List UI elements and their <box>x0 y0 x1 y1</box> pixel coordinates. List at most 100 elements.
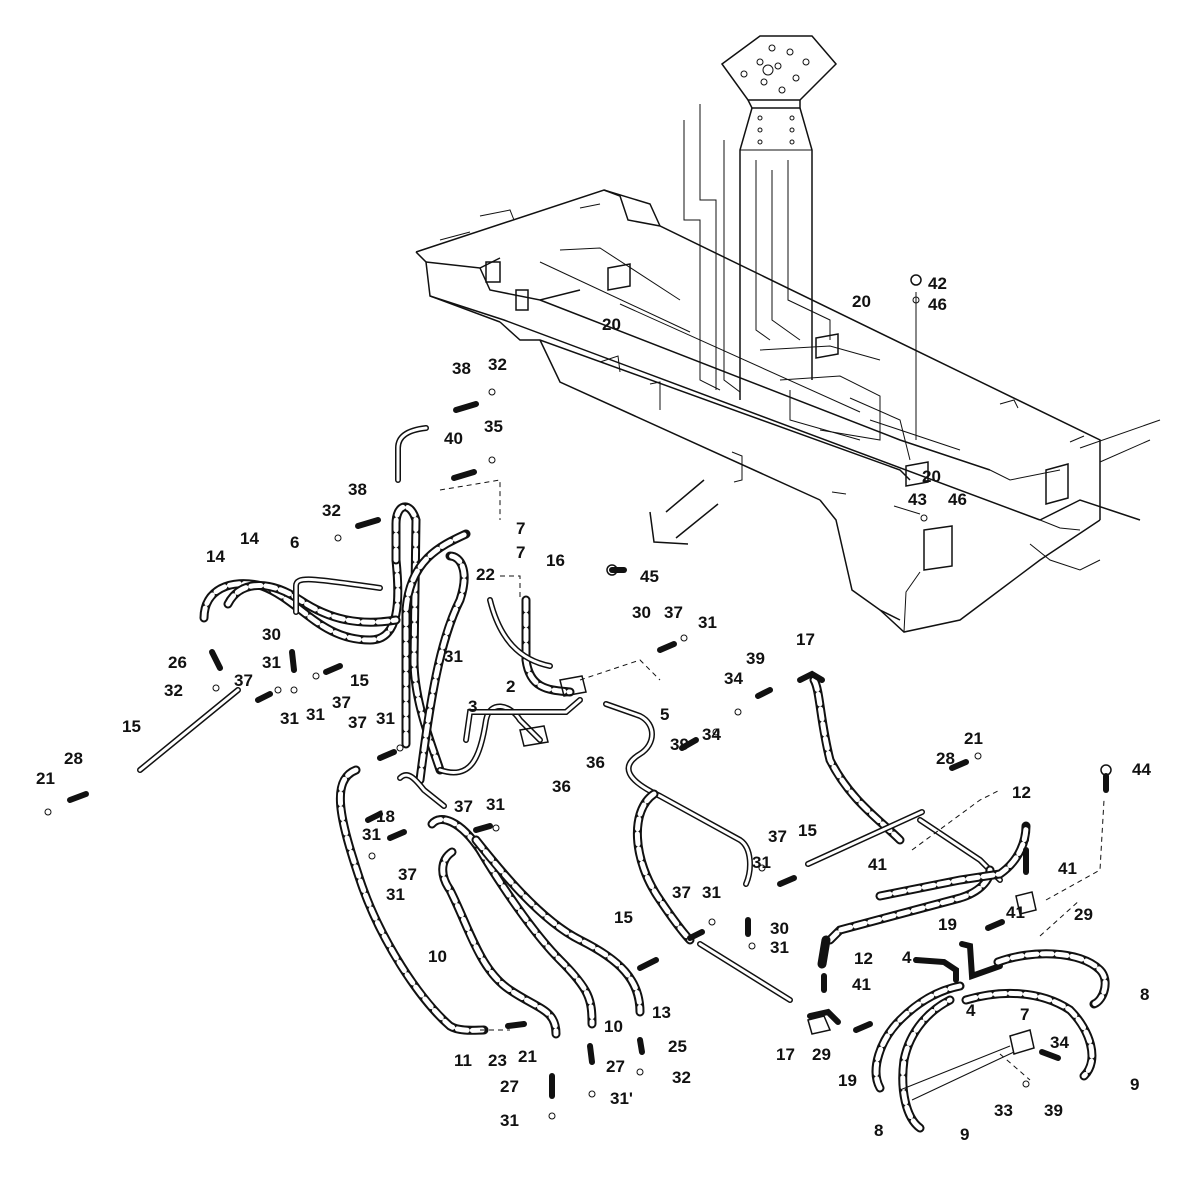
part-number-label: 31 <box>500 1111 519 1130</box>
part-number-label: 31 <box>262 653 281 672</box>
part-number-label: 10 <box>604 1017 623 1036</box>
part-number-label: 39 <box>1044 1101 1063 1120</box>
part-number-label: 31 <box>702 883 721 902</box>
part-number-label: 26 <box>168 653 187 672</box>
part-number-label: 43 <box>908 490 927 509</box>
part-number-label: 36 <box>552 777 571 796</box>
part-number-label: 7 <box>516 519 525 538</box>
part-number-label: 19 <box>838 1071 857 1090</box>
part-number-label: 39 <box>670 735 689 754</box>
part-number-label: 34 <box>1050 1033 1069 1052</box>
part-number-label: 6 <box>290 533 299 552</box>
part-number-label: 37 <box>234 671 253 690</box>
part-number-label: 23 <box>488 1051 507 1070</box>
part-number-label: 30 <box>262 625 281 644</box>
part-number-label: 35 <box>484 417 503 436</box>
part-number-label: 30 <box>632 603 651 622</box>
part-number-label: 31 <box>486 795 505 814</box>
mast-assembly <box>683 35 838 400</box>
part-number-label: 9 <box>1130 1075 1139 1094</box>
part-number-label: 42 <box>928 274 947 293</box>
part-number-label: 40 <box>444 429 463 448</box>
part-number-label: 5 <box>660 705 669 724</box>
part-number-label: 38 <box>348 480 367 499</box>
part-number-label: 12 <box>1012 783 1031 802</box>
part-number-label: 37 <box>672 883 691 902</box>
part-number-label: 37 <box>332 693 351 712</box>
part-number-label: 31 <box>376 709 395 728</box>
part-number-label: 28 <box>64 749 83 768</box>
leader-lines <box>439 479 1105 1081</box>
part-number-label: 15 <box>350 671 369 690</box>
part-number-label: 38 <box>452 359 471 378</box>
part-number-label: 31 <box>752 853 771 872</box>
part-number-label: 15 <box>122 717 141 736</box>
part-number-label: 20 <box>852 292 871 311</box>
part-number-label: 27 <box>500 1077 519 1096</box>
part-number-label: 2 <box>506 677 515 696</box>
part-number-label: 33 <box>994 1101 1013 1120</box>
part-number-label: 34 <box>724 669 743 688</box>
part-number-label: 31 <box>362 825 381 844</box>
part-number-label: 31 <box>386 885 405 904</box>
part-number-label: 21 <box>518 1047 537 1066</box>
part-number-label: 29 <box>1074 905 1093 924</box>
part-number-label: 11 <box>454 1051 472 1070</box>
part-number-label: 34 <box>702 725 721 744</box>
part-number-label: 18 <box>376 807 395 826</box>
part-number-label: 37 <box>454 797 473 816</box>
part-number-label: 12 <box>854 949 873 968</box>
part-number-label: 30 <box>770 919 789 938</box>
part-number-label: 32 <box>488 355 507 374</box>
part-number-label: 46 <box>948 490 967 509</box>
part-number-label: 31 <box>444 647 463 666</box>
part-number-label: 31 <box>280 709 299 728</box>
part-number-label: 31 <box>306 705 325 724</box>
part-number-label: 37 <box>664 603 683 622</box>
part-number-label: 46 <box>928 295 947 314</box>
part-number-label: 15 <box>798 821 817 840</box>
part-number-label: 22 <box>476 565 495 584</box>
part-number-label: 37 <box>348 713 367 732</box>
part-number-label: 4 <box>902 948 912 967</box>
part-number-label: 20 <box>602 315 621 334</box>
part-number-label: 15 <box>614 908 633 927</box>
part-number-label: 25 <box>668 1037 687 1056</box>
part-number-label: 29 <box>812 1045 831 1064</box>
part-number-label: 31 <box>770 938 789 957</box>
chassis-frame <box>415 189 1161 633</box>
hose-group-lower <box>335 670 1112 1133</box>
part-number-label: 32 <box>164 681 183 700</box>
part-number-label: 21 <box>36 769 55 788</box>
part-number-label: 44 <box>1132 760 1151 779</box>
part-number-label: 3 <box>468 697 477 716</box>
part-number-label: 39 <box>746 649 765 668</box>
part-number-label: 37 <box>398 865 417 884</box>
part-number-label: 19 <box>938 915 957 934</box>
part-number-label: 31 <box>698 613 717 632</box>
part-number-label: 4 <box>966 1001 976 1020</box>
part-number-label: 10 <box>428 947 447 966</box>
part-number-label: 36 <box>586 753 605 772</box>
part-number-label: 17 <box>796 630 815 649</box>
part-number-label: 31' <box>610 1089 633 1108</box>
part-number-label: 14 <box>206 547 225 566</box>
part-number-label: 45 <box>640 567 659 586</box>
part-number-label: 13 <box>652 1003 671 1022</box>
hose-group-upper <box>137 425 753 887</box>
part-number-label: 32 <box>672 1068 691 1087</box>
part-number-label: 7 <box>1020 1005 1029 1024</box>
part-number-label: 8 <box>874 1121 883 1140</box>
part-number-label: 41 <box>1058 859 1077 878</box>
direction-arrow-icon <box>649 479 719 545</box>
part-number-label: 32 <box>322 501 341 520</box>
part-number-label: 27 <box>606 1057 625 1076</box>
fittings <box>44 388 1061 1120</box>
part-number-label: 21 <box>964 729 983 748</box>
part-number-label: 14 <box>240 529 259 548</box>
part-number-label: 41 <box>868 855 887 874</box>
part-number-label: 41 <box>1006 903 1025 922</box>
part-number-label: 7 <box>516 543 525 562</box>
